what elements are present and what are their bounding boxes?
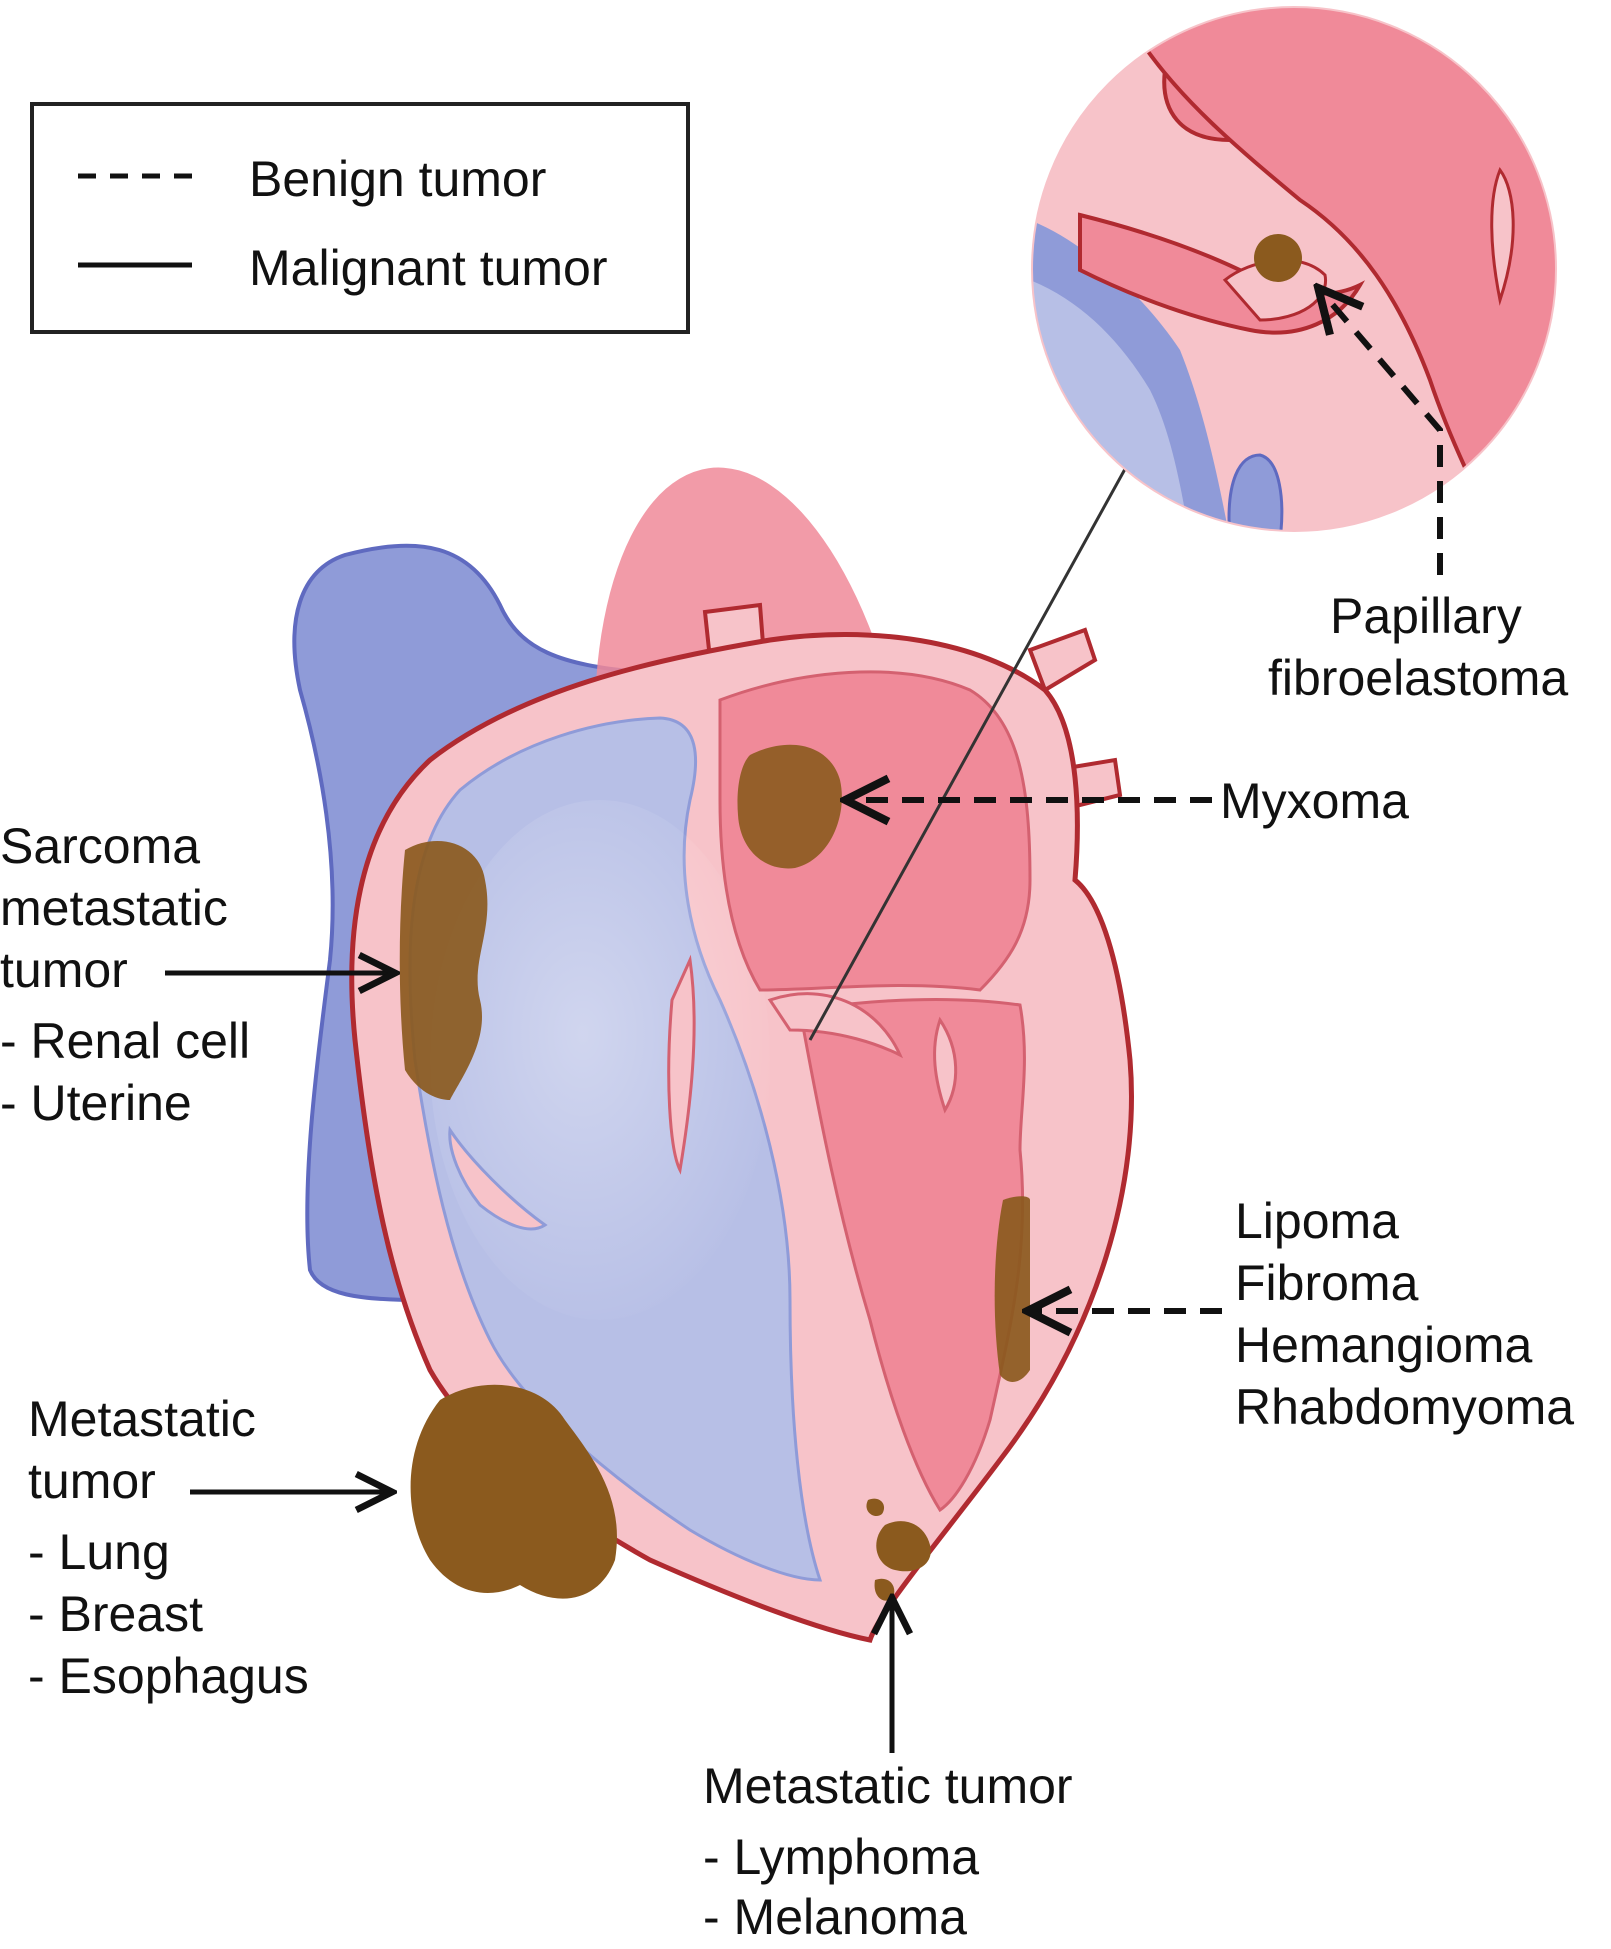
- pulmonary-vein-upper: [1027, 627, 1098, 693]
- label-sarcoma-2: metastatic: [0, 880, 228, 936]
- label-papillary: Papillary: [1330, 588, 1522, 644]
- lv-papillary: [933, 1016, 958, 1114]
- label-sarcoma-3: tumor: [0, 942, 128, 998]
- label-ext-metastatic-2: tumor: [28, 1453, 156, 1509]
- zoom-connector: [808, 459, 1132, 1041]
- label-ext-metastatic-5: - Esophagus: [28, 1648, 309, 1704]
- label-myxoma: Myxoma: [1220, 773, 1409, 829]
- legend: Benign tumor Malignant tumor: [30, 102, 690, 334]
- apex-tumor-2: [876, 1521, 931, 1572]
- label-sarcoma-5: - Uterine: [0, 1075, 192, 1131]
- legend-benign-label: Benign tumor: [249, 151, 547, 207]
- external-metastatic-tumor: [410, 1384, 617, 1599]
- label-rhabdomyoma: Rhabdomyoma: [1235, 1379, 1575, 1435]
- ventricular-tumor: [994, 1196, 1030, 1382]
- label-ext-metastatic-4: - Breast: [28, 1586, 204, 1642]
- label-ext-metastatic-3: - Lung: [28, 1524, 170, 1580]
- label-apex-metastatic-1: Metastatic tumor: [703, 1758, 1073, 1814]
- label-sarcoma-4: - Renal cell: [0, 1013, 251, 1069]
- left-ventricle: [798, 998, 1026, 1513]
- myxoma-tumor: [737, 744, 842, 869]
- moderator-band: [448, 1125, 548, 1231]
- label-hemangioma: Hemangioma: [1235, 1317, 1533, 1373]
- label-apex-metastatic-3: - Melanoma: [703, 1889, 967, 1945]
- legend-malignant-label: Malignant tumor: [249, 240, 608, 296]
- arrow-papillary: [1320, 290, 1443, 575]
- label-fibroma: Fibroma: [1235, 1255, 1419, 1311]
- label-sarcoma-1: Sarcoma: [0, 818, 201, 874]
- label-lipoma: Lipoma: [1235, 1193, 1399, 1249]
- papillary-fibroelastoma-tumor: [1254, 234, 1302, 282]
- label-ext-metastatic-1: Metastatic: [28, 1391, 256, 1447]
- tricuspid-leaflet: [667, 954, 696, 1175]
- apex-tumor-1: [866, 1498, 885, 1517]
- sarcoma-tumor: [399, 841, 488, 1100]
- mitral-leaflet: [767, 992, 904, 1059]
- label-fibroelastoma: fibroelastoma: [1268, 650, 1569, 706]
- label-apex-metastatic-2: - Lymphoma: [703, 1829, 980, 1885]
